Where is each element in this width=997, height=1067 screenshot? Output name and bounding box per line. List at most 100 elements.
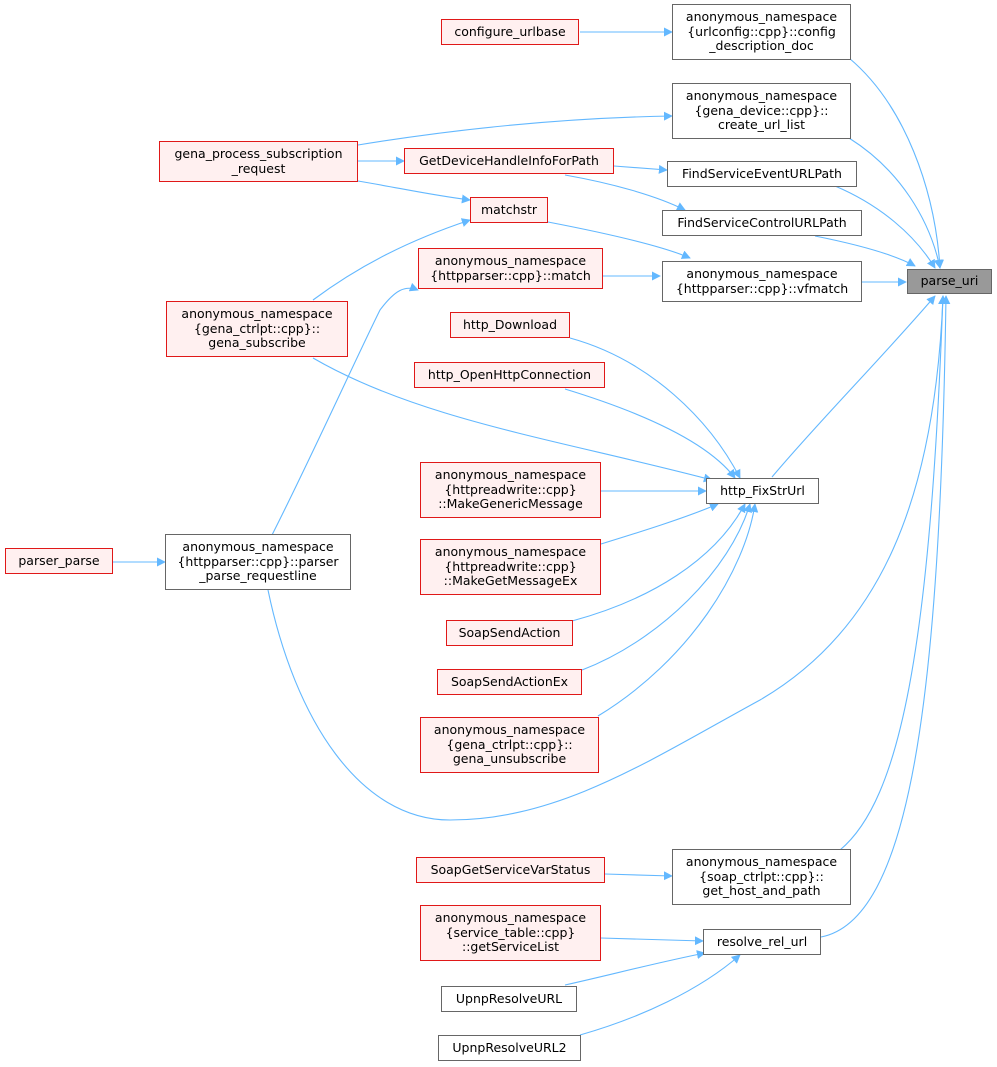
node-config_description_doc[interactable]: anonymous_namespace{urlconfig::cpp}::con…: [672, 4, 851, 60]
node-httpparser_vfmatch[interactable]: anonymous_namespace{httpparser::cpp}::vf…: [662, 261, 862, 302]
node-resolve_rel_url[interactable]: resolve_rel_url: [703, 929, 821, 955]
node-label-line: gena_subscribe: [208, 335, 306, 351]
node-label-line: gena_unsubscribe: [452, 751, 567, 767]
node-create_url_list[interactable]: anonymous_namespace{gena_device::cpp}::c…: [672, 83, 851, 139]
node-label-line: gena_process_subscription: [174, 146, 343, 161]
node-configure_urlbase[interactable]: configure_urlbase: [441, 19, 579, 45]
edge-FindServiceEventURLPath-parse_uri: [834, 185, 936, 269]
node-gena_process_subscription_request[interactable]: gena_process_subscription_request: [159, 141, 358, 182]
node-label-line: anonymous_namespace: [182, 539, 334, 555]
edge-gena_subscribe-http_FixStrUrl: [312, 357, 713, 483]
edge-gena_unsubscribe-http_FixStrUrl: [597, 503, 759, 717]
node-SoapSendActionEx[interactable]: SoapSendActionEx: [437, 669, 582, 695]
edge-http_OpenHttpConnection-http_FixStrUrl: [564, 388, 736, 479]
node-label-line: matchstr: [480, 201, 538, 217]
node-SoapGetServiceVarStatus[interactable]: SoapGetServiceVarStatus: [416, 857, 605, 883]
node-parse_uri[interactable]: parse_uri: [907, 269, 992, 294]
node-label-line: anonymous_namespace: [685, 88, 838, 104]
node-GetDeviceHandleInfoForPath[interactable]: GetDeviceHandleInfoForPath: [404, 148, 614, 174]
edge-parser_parse_requestline-parse_uri: [267, 295, 948, 821]
node-label-line: {httpreadwrite::cpp}: [444, 558, 577, 574]
node-label-line: anonymous_namespace: [434, 910, 587, 926]
edge-UpnpResolveURL-resolve_rel_url: [564, 950, 706, 986]
edge-SoapSendAction-http_FixStrUrl: [571, 503, 746, 622]
node-SoapSendAction[interactable]: SoapSendAction: [446, 620, 573, 646]
node-label-line: {httpreadwrite::cpp}: [444, 481, 577, 497]
node-label-line: anonymous_namespace: [434, 467, 587, 483]
node-UpnpResolveURL2[interactable]: UpnpResolveURL2: [438, 1035, 581, 1061]
node-label-line: http_FixStrUrl: [720, 482, 805, 498]
node-get_host_and_path[interactable]: anonymous_namespace{soap_ctrlpt::cpp}::g…: [672, 849, 851, 905]
node-label-line: {httpparser::cpp}::parser: [177, 553, 339, 569]
node-MakeGetMessageEx[interactable]: anonymous_namespace{httpreadwrite::cpp}:…: [420, 539, 601, 595]
edge-gena_process_subscription_request-create_url_list: [357, 111, 673, 146]
node-label-line: {httpparser::cpp}::vfmatch: [675, 280, 849, 296]
node-label-line: anonymous_namespace: [434, 253, 587, 268]
node-label-line: parse_uri: [920, 273, 979, 289]
node-parser_parse[interactable]: parser_parse: [5, 548, 113, 574]
edge-config_description_doc-parse_uri: [848, 57, 944, 269]
node-label-line: _request: [231, 160, 286, 176]
node-label-line: GetDeviceHandleInfoForPath: [419, 152, 599, 168]
node-FindServiceEventURLPath[interactable]: FindServiceEventURLPath: [667, 161, 857, 187]
node-UpnpResolveURL[interactable]: UpnpResolveURL: [441, 986, 577, 1012]
node-label-line: SoapGetServiceVarStatus: [430, 861, 591, 877]
edge-SoapSendActionEx-http_FixStrUrl: [581, 503, 752, 671]
node-label-line: ::getServiceList: [462, 939, 559, 955]
node-label-line: anonymous_namespace: [685, 854, 838, 870]
node-http_OpenHttpConnection[interactable]: http_OpenHttpConnection: [414, 362, 605, 388]
node-httpparser_match[interactable]: anonymous_namespace{httpparser::cpp}::ma…: [418, 248, 603, 289]
edge-FindServiceControlURLPath-parse_uri: [814, 235, 916, 267]
node-label-line: {urlconfig::cpp}::config: [687, 23, 836, 39]
node-label-line: {service_table::cpp}: [445, 924, 576, 940]
edge-http_Download-http_FixStrUrl: [569, 337, 741, 479]
node-label-line: http_OpenHttpConnection: [427, 366, 592, 382]
edge-parser_parse_requestline-httpparser_match: [271, 282, 419, 536]
edge-MakeGetMessageEx-http_FixStrUrl: [600, 503, 719, 545]
edge-create_url_list-parse_uri: [848, 137, 943, 269]
edge-UpnpResolveURL2-resolve_rel_url: [579, 954, 741, 1036]
node-label-line: _description_doc: [709, 38, 814, 54]
node-label-line: {gena_device::cpp}::: [694, 102, 829, 118]
node-label-line: {gena_ctrlpt::cpp}::: [193, 320, 321, 336]
node-http_Download[interactable]: http_Download: [450, 312, 570, 338]
node-label-line: UpnpResolveURL: [455, 990, 563, 1006]
node-matchstr[interactable]: matchstr: [470, 197, 548, 223]
node-label-line: resolve_rel_url: [716, 933, 808, 949]
node-label-line: get_host_and_path: [702, 883, 821, 899]
node-MakeGenericMessage[interactable]: anonymous_namespace{httpreadwrite::cpp}:…: [420, 462, 601, 518]
node-label-line: http_Download: [462, 316, 558, 332]
node-label-line: parser_parse: [18, 552, 100, 568]
node-label-line: anonymous_namespace: [433, 722, 586, 738]
node-label-line: ::MakeGenericMessage: [438, 496, 583, 512]
node-gena_unsubscribe[interactable]: anonymous_namespace{gena_ctrlpt::cpp}::g…: [420, 717, 599, 773]
node-FindServiceControlURLPath[interactable]: FindServiceControlURLPath: [662, 210, 862, 236]
node-label-line: {soap_ctrlpt::cpp}::: [699, 868, 824, 884]
edge-GetDeviceHandleInfoForPath-FindServiceEventURLPath: [613, 164, 668, 174]
edge-getServiceList-resolve_rel_url: [600, 936, 704, 946]
node-label-line: create_url_list: [717, 117, 806, 133]
edge-http_FixStrUrl-parse_uri: [771, 295, 936, 478]
node-label-line: anonymous_namespace: [686, 266, 838, 281]
node-gena_subscribe[interactable]: anonymous_namespace{gena_ctrlpt::cpp}::g…: [166, 301, 348, 357]
node-label-line: {httpparser::cpp}::match: [430, 267, 591, 283]
node-label-line: anonymous_namespace: [434, 544, 587, 560]
edge-get_host_and_path-parse_uri: [839, 295, 948, 851]
node-label-line: anonymous_namespace: [685, 9, 838, 25]
edge-gena_subscribe-matchstr: [312, 218, 471, 301]
node-http_FixStrUrl[interactable]: http_FixStrUrl: [706, 478, 819, 504]
node-getServiceList[interactable]: anonymous_namespace{service_table::cpp}:…: [420, 905, 601, 961]
node-label-line: SoapSendActionEx: [450, 673, 569, 689]
node-label-line: _parse_requestline: [199, 568, 317, 584]
edge-gena_process_subscription_request-matchstr: [357, 180, 471, 204]
node-label-line: {gena_ctrlpt::cpp}::: [446, 736, 573, 752]
node-parser_parse_requestline[interactable]: anonymous_namespace{httpparser::cpp}::pa…: [165, 534, 351, 590]
node-label-line: configure_urlbase: [454, 23, 566, 39]
node-label-line: anonymous_namespace: [181, 306, 333, 322]
node-label-line: ::MakeGetMessageEx: [443, 573, 578, 589]
edge-SoapGetServiceVarStatus-get_host_and_path: [604, 871, 673, 881]
node-label-line: SoapSendAction: [458, 624, 561, 640]
node-label-line: FindServiceEventURLPath: [682, 165, 842, 181]
node-label-line: UpnpResolveURL2: [452, 1039, 567, 1055]
